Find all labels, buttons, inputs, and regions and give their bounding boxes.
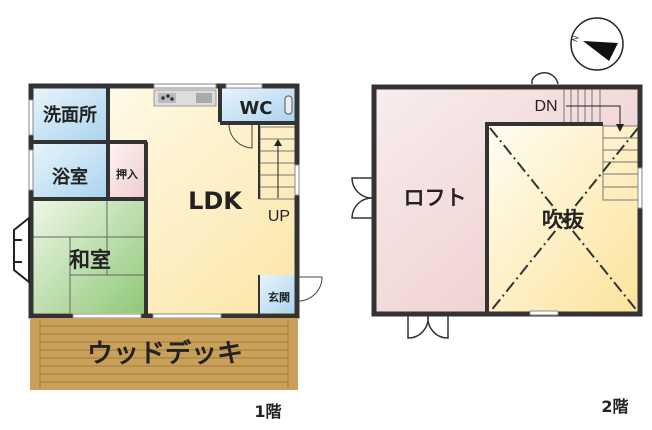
stairs-up-label: UP [268, 208, 290, 225]
bay-window [13, 215, 30, 285]
stairs-down-arrow-icon [616, 124, 624, 132]
closet-area [109, 144, 146, 198]
entrance-label: 玄関 [268, 290, 290, 304]
loft-doors [351, 72, 559, 339]
windows-floor-2 [529, 167, 643, 316]
japanese-room-label: 和室 [69, 248, 111, 272]
bath-area [33, 143, 108, 198]
void-cross [489, 127, 639, 313]
toilet-icon [284, 95, 293, 115]
floor-1-title: 1階 [254, 402, 281, 421]
tatami-lines [33, 200, 145, 313]
door-swing [228, 124, 253, 149]
windows-floor-1 [28, 83, 300, 319]
washroom-area [33, 87, 108, 142]
entrance-door [297, 276, 323, 302]
stairs-arrow-icon [274, 139, 282, 146]
compass-north-label: N [570, 34, 581, 43]
loft-label: ロフト [404, 186, 467, 210]
entrance-area [260, 275, 296, 313]
deck-label: ウッドデッキ [87, 338, 243, 369]
wc-area [222, 87, 296, 122]
wood-deck [30, 318, 298, 390]
japanese-room-area [33, 200, 145, 313]
compass-icon: N [570, 17, 624, 71]
kitchen-counter [153, 89, 217, 107]
floor-2-title: 2階 [601, 397, 628, 416]
washroom-label: 洗面所 [43, 104, 97, 126]
floor-1: 洗面所 浴室 押入 和室 LDK WC 玄関 UP ウッドデッキ 1階 [13, 83, 323, 421]
floor-2: ロフト 吹抜 DN 2階 [351, 72, 643, 416]
wc-label: WC [239, 98, 272, 119]
stairs-down-label: DN [534, 98, 557, 115]
ldk-label: LDK [188, 187, 243, 215]
closet-label: 押入 [116, 167, 138, 181]
void-label: 吹抜 [542, 208, 585, 232]
bath-label: 浴室 [52, 166, 88, 188]
